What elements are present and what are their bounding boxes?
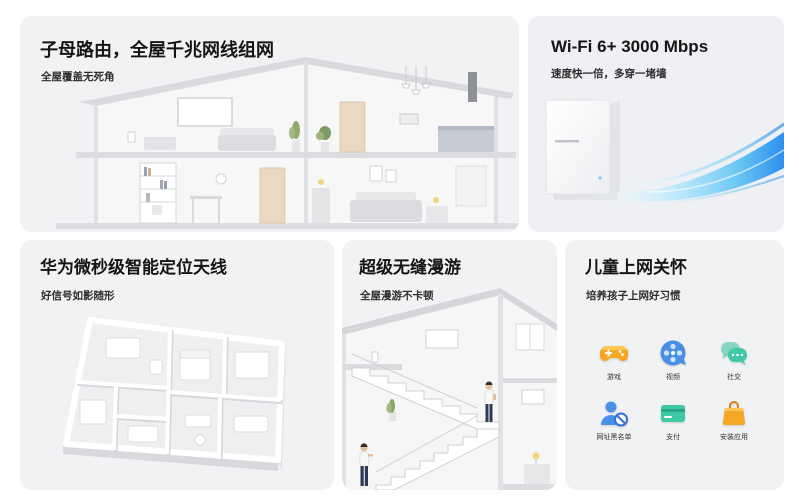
armchair [184,414,212,428]
feature-label: 网址黑名单 [596,434,632,441]
payment-card-icon [661,405,685,422]
right-roof [305,57,514,99]
seamless-roaming-subtitle: 全屋漫游不卡顿 [360,290,434,302]
video-reel-icon [660,340,686,366]
wall-clock [215,173,227,185]
wifi6-title: Wi-Fi 6+ 3000 Mbps [551,37,709,56]
blocked-user-icon [601,401,628,427]
lamp [532,452,540,460]
positioning-antenna-title: 华为微秒级智能定位天线 [40,258,227,277]
mesh-routing-card: 子母路由，全屋千兆网线组网 全屋覆盖无死角 [20,16,519,232]
satellite-router [127,131,136,143]
wall-picture [177,97,233,127]
feature-label: 安装应用 [720,434,748,441]
plant [386,399,396,421]
handrail [375,415,478,473]
lower-stair-flight [375,428,500,490]
feature-video: 视频 [643,338,703,388]
desk [127,425,159,443]
feature-label: 支付 [666,434,680,441]
staircase [351,353,500,490]
handrail [351,353,478,409]
dining-table [105,337,141,359]
door [259,167,286,224]
feature-payment: 支付 [643,398,703,448]
left-roof [80,57,305,106]
seamless-roaming-card: 超级无缝漫游 全屋漫游不卡顿 [342,240,557,490]
child-care-card: 儿童上网关怀 培养孩子上网好习惯 游戏 视频 [565,240,784,490]
lamp [318,179,324,185]
wall-picture [425,329,459,349]
plant [289,121,300,152]
game-controller-icon [600,346,628,361]
house-structure [342,288,557,490]
shopping-bag-icon [723,401,745,425]
mesh-routing-subtitle: 全屋覆盖无死角 [41,71,115,83]
feature-install-app: 安装应用 [704,398,764,448]
feature-social: 社交 [704,338,764,388]
divider-wall [498,294,503,490]
bed [234,351,270,379]
router-illustration [545,99,784,204]
upper-stair-flight [351,367,500,430]
round-table [194,434,206,446]
sofa [218,135,276,151]
upper-floor-slab [76,152,516,158]
hanging-lamps [401,66,431,95]
positioning-antenna-card: 华为微秒级智能定位天线 好信号如影随形 [20,240,334,490]
router-device [545,99,620,200]
router-unit [149,359,163,375]
staircase-house-illustration [342,288,557,490]
desk [190,196,222,199]
wall-picture [369,165,383,182]
status-light [598,176,602,180]
feature-url-blacklist: 网址黑名单 [584,398,644,448]
range-hood [468,72,477,102]
cabinet [79,399,107,425]
cabinet [524,464,550,484]
cabinet [312,188,330,223]
house-cross-section-illustration [56,57,519,229]
wifi6-subtitle: 速度快一倍，多穿一堵墙 [551,68,667,80]
floorplan-3d-illustration [63,317,286,471]
feature-label: 视频 [666,374,680,381]
side-table [426,206,448,223]
feature-label: 社交 [727,374,741,381]
wall-picture [385,169,397,183]
satellite-router [371,351,379,363]
child-care-subtitle: 培养孩子上网好习惯 [586,290,681,302]
person-on-landing [484,381,496,422]
person-at-bottom [359,443,373,486]
lamp [433,197,439,203]
upper-floor-slab [342,364,402,370]
window [455,165,487,207]
chat-bubbles-icon [721,342,747,365]
child-care-title: 儿童上网关怀 [585,258,687,277]
feature-game: 游戏 [584,338,644,388]
upper-right-room [289,66,494,153]
feature-label: 游戏 [607,374,621,381]
door [339,101,366,153]
lower-left-room [139,162,286,224]
ground-floor-slab [56,223,519,229]
upper-left-room [127,97,276,151]
sofa [350,200,422,222]
bench [144,137,176,150]
lower-right-room [312,165,487,223]
inner-walls [75,327,282,460]
microwave [399,113,419,125]
positioning-antenna-subtitle: 好信号如影随形 [41,290,115,302]
wall-picture [521,389,545,405]
wifi-signal-swoosh [592,122,784,204]
seamless-roaming-title: 超级无缝漫游 [359,258,461,277]
plant [316,126,331,152]
decor [371,323,550,484]
mesh-routing-title: 子母路由，全屋千兆网线组网 [40,40,274,60]
furniture [79,337,270,446]
wifi6-card: Wi-Fi 6+ 3000 Mbps 速度快一倍，多穿一堵墙 [528,16,784,232]
sofa [233,415,269,433]
brand-logo-mark [555,140,579,143]
kitchen-counter [438,128,494,152]
